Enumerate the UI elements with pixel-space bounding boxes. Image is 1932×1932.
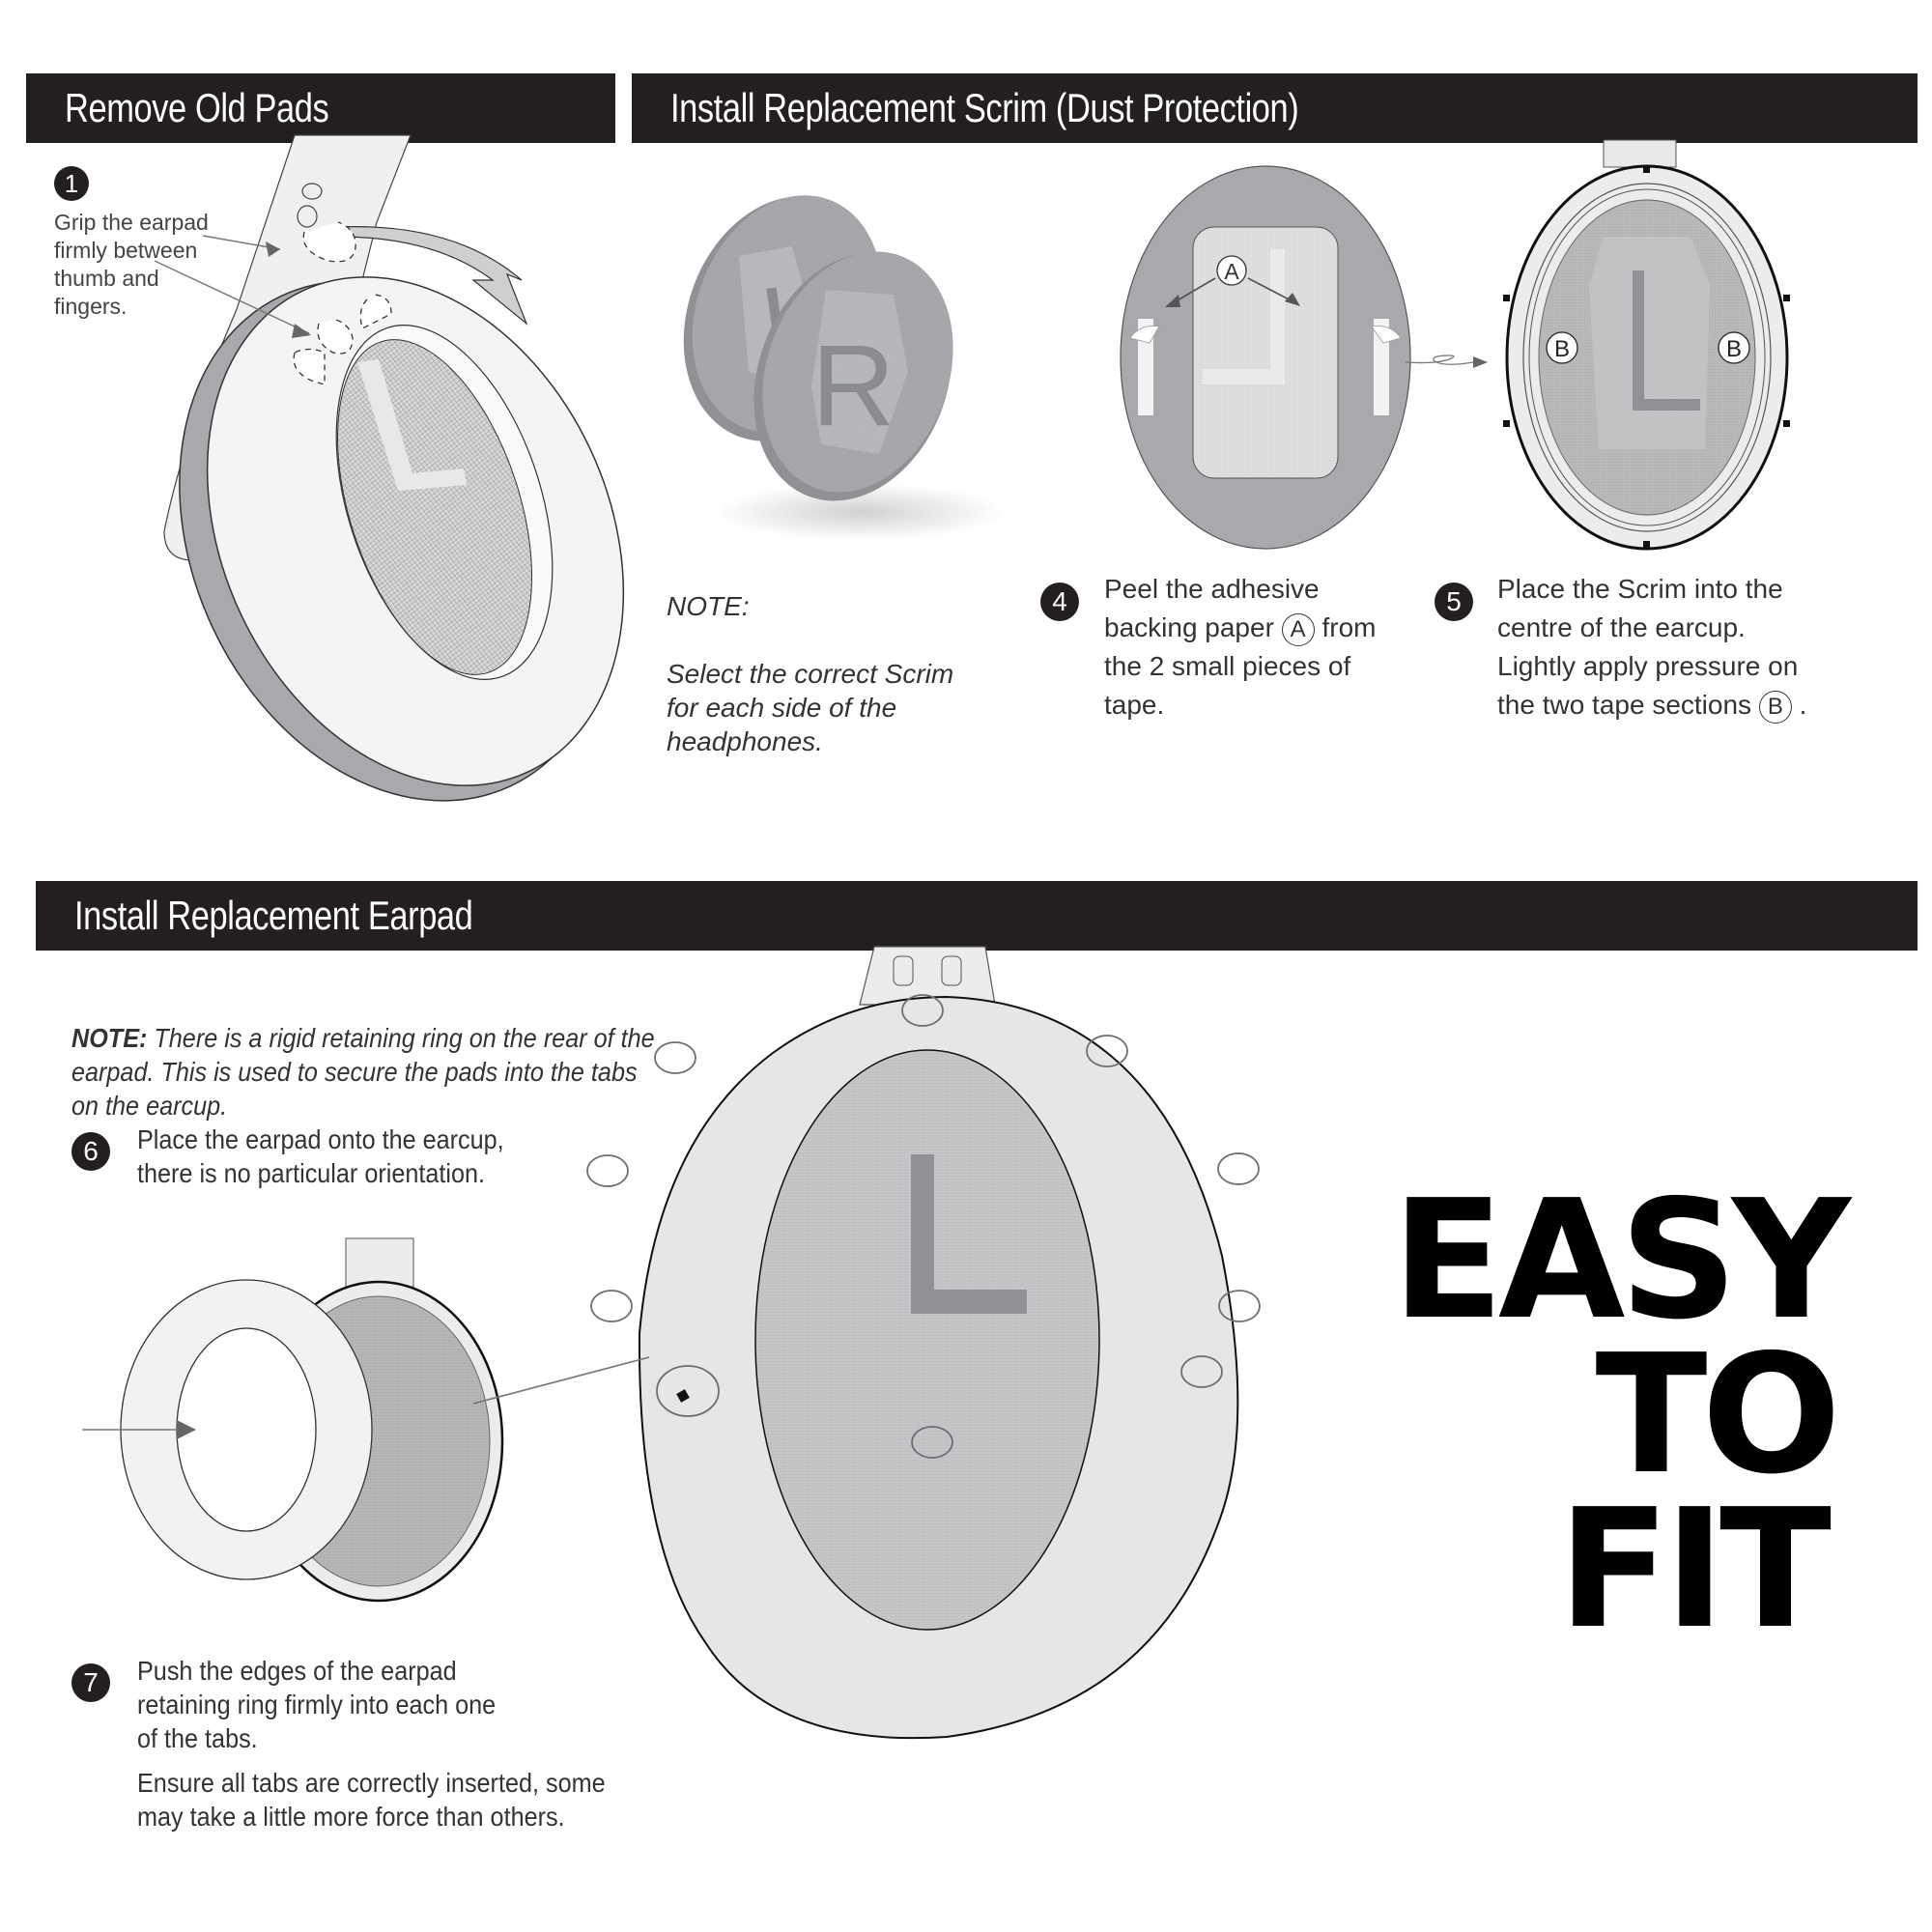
step-5-line-4: the two tape sections B . [1497, 686, 1806, 724]
earpad-placement-illustration [82, 1237, 504, 1603]
step-5-line-2: centre of the earcup. [1497, 612, 1746, 642]
step-5-text: Place the Scrim into the centre of the e… [1497, 570, 1806, 724]
scrim-note: NOTE: Select the correct Scrim for each … [667, 555, 953, 792]
step-4-line-3: the 2 small pieces of [1104, 651, 1351, 681]
marker-a-icon: A [1281, 612, 1315, 646]
scrim-note-label: NOTE: [667, 591, 750, 621]
section-header-install-scrim: Install Replacement Scrim (Dust Protecti… [632, 73, 1918, 143]
earpad-note-label: NOTE: [71, 1023, 148, 1053]
earpad-note-text: There is a rigid retaining ring on the r… [71, 1023, 655, 1121]
marker-b-icon: B [1758, 690, 1792, 724]
earcup-scrim-illustration: B B [1503, 139, 1790, 551]
flow-arrow-icon [1405, 355, 1488, 368]
marker-b-right: B [1726, 336, 1742, 362]
step-1-text: Grip the earpad firmly between thumb and… [54, 210, 209, 319]
slogan-line-1: EASY [1391, 1165, 1851, 1356]
slogan-line-3: FIT [1557, 1474, 1832, 1665]
section-header-install-earpad: Install Replacement Earpad [36, 881, 1918, 951]
step-4-line-2: backing paper A from [1104, 609, 1376, 647]
step-4-line-4: tape. [1104, 690, 1165, 720]
slogan-line-2: TO [1595, 1320, 1841, 1511]
earpad-removal-illustration [154, 134, 625, 802]
scrim-left-right-illustration: L R [683, 195, 1005, 541]
section-title: Install Replacement Earpad [74, 893, 473, 938]
step-4-text: Peel the adhesive backing paper A from t… [1104, 570, 1376, 724]
marker-a-label: A [1224, 259, 1239, 284]
step-7-extra-text: Ensure all tabs are correctly inserted, … [137, 1768, 606, 1832]
step-4-line-1: Peel the adhesive [1104, 574, 1320, 604]
step-number-4: 4 [1040, 582, 1079, 621]
step-6-text: Place the earpad onto the earcup, there … [137, 1124, 504, 1188]
step-5-line-1: Place the Scrim into the [1497, 574, 1783, 604]
scrim-tape-illustration: A [1120, 165, 1411, 550]
scrim-note-text: Select the correct Scrim for each side o… [667, 659, 954, 756]
step-number-7: 7 [71, 1663, 110, 1702]
step-number-5: 5 [1435, 582, 1473, 621]
earpad-note: NOTE: There is a rigid retaining ring on… [71, 987, 655, 1122]
scrim-right-letter: R [811, 321, 895, 450]
step-5-line-3: Lightly apply pressure on [1497, 651, 1799, 681]
section-title: Install Replacement Scrim (Dust Protecti… [670, 85, 1299, 130]
earpad-tabs-illustration [472, 946, 1261, 1740]
step-7-text: Push the edges of the earpad retaining r… [137, 1656, 497, 1753]
marker-b-left: B [1554, 336, 1570, 362]
step-number-1: 1 [54, 166, 89, 201]
section-title: Remove Old Pads [65, 85, 329, 130]
step-number-6: 6 [71, 1132, 110, 1171]
section-header-remove-old-pads: Remove Old Pads [26, 73, 615, 143]
